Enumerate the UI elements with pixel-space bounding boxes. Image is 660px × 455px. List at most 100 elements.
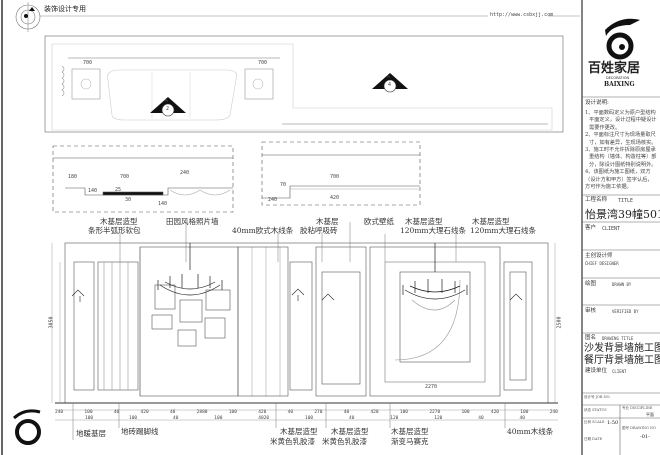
designer-label: 主创设计师 [585, 253, 613, 259]
height-dim: 2500 [556, 316, 563, 329]
section-dim: 240 [268, 197, 278, 203]
client-label-en: CLIENT [602, 226, 621, 232]
floor-plan [44, 35, 564, 133]
dim: 2270 [429, 410, 441, 415]
brand-name: 百姓家居 [588, 61, 641, 76]
project-label-en: TITLE [618, 198, 634, 204]
annotation-label: 40mm欧式木线条 [232, 226, 294, 235]
dim: 420 [490, 410, 499, 415]
dim: 2880 [196, 410, 208, 415]
annotation-label: 田园风格照片墙 [166, 217, 219, 226]
drawing-no-value: -01- [640, 434, 650, 440]
annotation-label: 120mm大理石线条 [400, 226, 467, 235]
section-dim: 70 [280, 182, 287, 188]
title-block-grid [582, 96, 660, 455]
discipline-label: 专业 DISCIPLINE [622, 406, 653, 410]
note-line: 方可作为施工依据。 [585, 184, 632, 191]
annotation-label: 40mm木线条 [507, 427, 554, 436]
dim: 40 [173, 416, 179, 421]
designer-label-en: CHIEF DESIGNER [585, 261, 619, 266]
annotation-label: 渐变马赛克 [391, 437, 429, 446]
dim: 420 [370, 410, 379, 415]
dim: 100 [520, 410, 529, 415]
plan-dim: 700 [258, 60, 268, 66]
annotation-label: 木基层造型 [391, 427, 429, 436]
builder-label: 建设单位 [585, 368, 608, 374]
annotation-label: 120mm大理石线条 [470, 226, 537, 235]
dim: 100 [304, 416, 314, 421]
section-dim: 30 [125, 197, 132, 203]
dim: 100 [399, 410, 409, 415]
dim: 420 [140, 410, 149, 415]
dim: 40 [478, 416, 484, 421]
dim: 240 [55, 410, 64, 415]
builder-label-en: CLIENT [612, 369, 627, 374]
note-line: （设计方和甲方）签字认后， [585, 176, 653, 183]
annotation-label: 米黄色乳胶漆 [322, 437, 367, 446]
verified-label: 审核 [585, 308, 597, 314]
note-line: 3、施工时不允许拆除原房屋承 [585, 147, 656, 154]
section-dim: 140 [158, 201, 168, 207]
dim: 40 [343, 410, 350, 415]
dim: 120 [434, 416, 443, 421]
notes-list: 1、平面数码定义为原户型结构 平面定义，设计过程中疑设计 需要作更改。 2、平面… [585, 110, 656, 191]
note-line: 4、该图纸为施工图纸，双方 [585, 169, 651, 176]
dim: 420 [258, 410, 267, 415]
section-dim: 700 [330, 174, 340, 180]
section-dim: 240 [180, 170, 190, 176]
marker-a2-num: 2 [166, 106, 170, 112]
marker-a2-letter: A [165, 98, 169, 104]
wall-elevation [51, 222, 558, 440]
marker-a4-num: 4 [388, 82, 392, 88]
notes-title: 设计说明: [585, 100, 609, 106]
note-line: 分，除设计图纸特别说明外。 [589, 161, 657, 168]
stamp-logo-icon [15, 2, 41, 32]
dim: 270 [314, 410, 323, 415]
dim: 240 [549, 410, 558, 415]
dim: 100 [85, 416, 94, 421]
marker-a4-letter: A [387, 74, 391, 80]
section-detail-left [52, 145, 234, 213]
project-name: 怡景湾39幢501 [585, 208, 660, 221]
drawing-title-1: 沙发背景墙施工图 [584, 343, 660, 354]
dim: 40 [113, 410, 120, 415]
drawing-title-label-en: DRAWING TITLE [602, 336, 634, 341]
note-line: 平面定义，设计过程中疑设计 [589, 117, 657, 124]
dim: 100 [214, 416, 223, 421]
drawn-label: 绘图 [585, 281, 597, 287]
drawing-title-label: 图名 [585, 335, 597, 341]
corner-logo-icon [12, 409, 41, 445]
dim: 40 [348, 416, 355, 421]
section-dim: 420 [330, 195, 340, 201]
scale-value: 1:50 [607, 420, 619, 426]
dim: 40 [169, 410, 176, 415]
annotation-label: 木基层造型 [405, 217, 443, 226]
section-marker-a2-icon [150, 97, 186, 117]
section-marker-a4-icon [372, 73, 408, 93]
dim: 100 [84, 410, 93, 415]
verified-label-en: VERIFIED BY [612, 309, 639, 314]
scale-label: 比例 SCALE [584, 420, 605, 424]
annotation-label: 米黄色乳胶漆 [270, 437, 315, 446]
annotation-label: 木基层造型 [331, 427, 369, 436]
annotation-label: 条形半弧形软包 [88, 226, 141, 235]
annotation-label: 木基层造型 [280, 427, 318, 436]
plan-dim: 700 [83, 60, 93, 66]
note-line: 需要作更改。 [589, 124, 621, 131]
drawing-no-label: 图号 DRAWING NO [622, 426, 656, 430]
client-label: 客户 [585, 225, 597, 231]
section-dim: 25 [115, 187, 122, 193]
project-label: 工程名称 [585, 197, 608, 203]
dim: 100 [228, 410, 237, 415]
note-line: 重结构（墙体、构造柱等）部 [589, 154, 657, 161]
section-detail-right [261, 141, 421, 206]
annotation-label: 木基层造型 [472, 217, 510, 226]
dim: 100 [129, 416, 138, 421]
date-label: 日期 DATE [584, 437, 603, 441]
note-line: 2、平面标注尺寸为现场量取尺 [585, 132, 656, 139]
annotation-label: 木基层造型 [100, 217, 138, 226]
discipline-value: 平面 [646, 411, 654, 417]
status-label: 状态 STATUS [584, 408, 607, 412]
section-dim: 140 [88, 188, 98, 194]
